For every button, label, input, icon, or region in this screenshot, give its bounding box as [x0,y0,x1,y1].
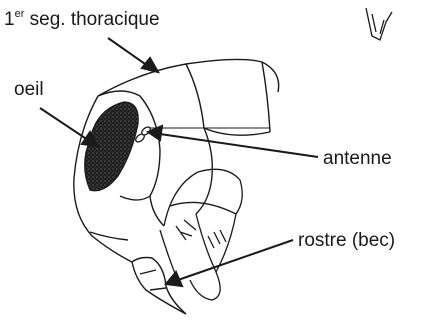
label-segment-superscript: er [15,8,25,20]
label-oeil: oeil [14,80,44,99]
arrow-antenne [160,134,318,157]
arrow-oeil [40,108,88,140]
label-rostre: rostre (bec) [298,231,395,250]
corner-fragment [366,8,392,40]
eye-shape [85,102,139,191]
label-thoracic-segment: 1er seg. thoracique [4,10,160,29]
label-segment-number: 1 [4,9,15,30]
label-antenne: antenne [323,149,392,168]
arrow-rostre [178,240,293,280]
arrow-segment [108,38,148,66]
label-segment-text: seg. thoracique [24,9,159,30]
